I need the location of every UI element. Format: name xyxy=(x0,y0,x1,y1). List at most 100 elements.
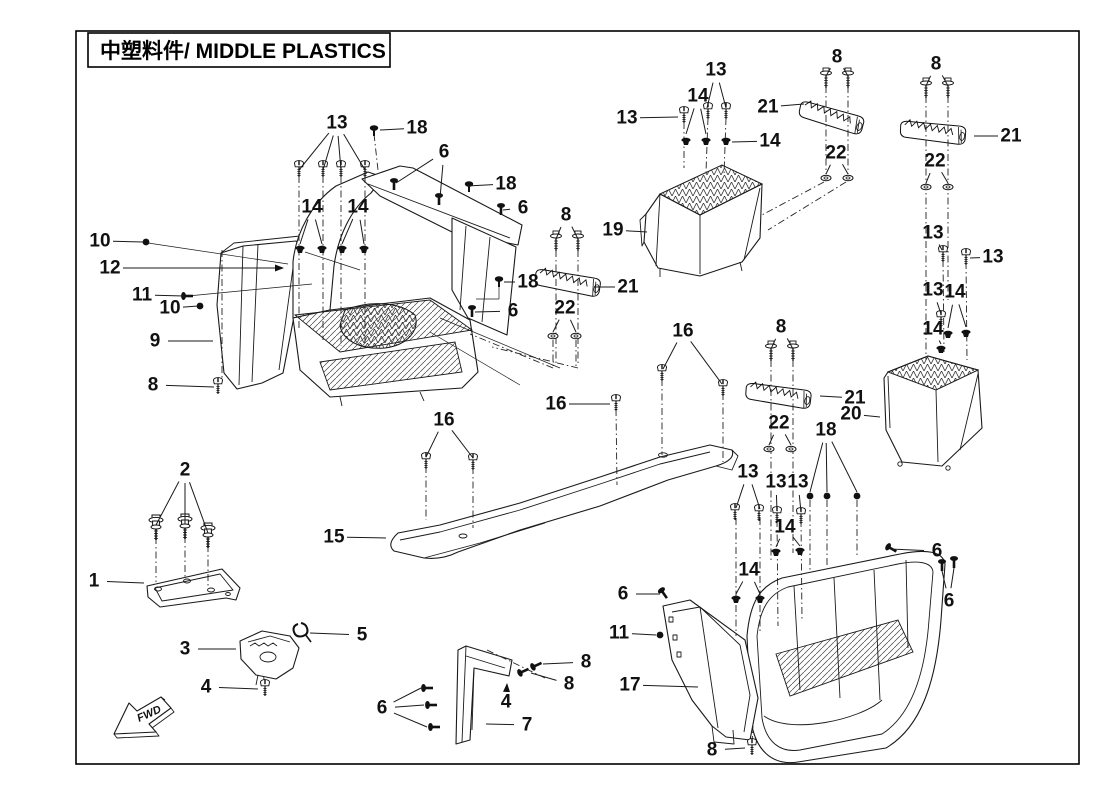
fastener-bolt-icon xyxy=(786,340,800,362)
fastener-nut-icon xyxy=(547,332,559,340)
callout-number-16: 16 xyxy=(433,410,454,431)
callout-number-22: 22 xyxy=(825,143,846,164)
leader-line xyxy=(724,747,746,750)
title-box xyxy=(87,32,391,68)
fastener-screw-icon xyxy=(720,101,732,120)
leader-line xyxy=(474,310,501,313)
fastener-grommet-icon xyxy=(771,548,781,556)
fastener-screw-icon xyxy=(746,737,758,756)
callout-number-22: 22 xyxy=(554,298,575,319)
leader-line xyxy=(393,712,428,728)
fastener-screwdark-icon xyxy=(421,684,433,692)
callout-number-3: 3 xyxy=(180,639,191,660)
fastener-screw-icon xyxy=(937,244,949,263)
fastener-nut-icon xyxy=(842,174,854,182)
leader-line xyxy=(706,82,714,109)
assembly-axis-line xyxy=(615,408,618,486)
leader-line xyxy=(925,75,932,87)
callout-number-8: 8 xyxy=(581,652,592,673)
fwd-arrow: FWD xyxy=(113,696,175,739)
leader-line xyxy=(188,482,209,534)
callout-number-13: 13 xyxy=(922,280,943,301)
leader-line xyxy=(958,304,967,328)
leader-line xyxy=(314,219,323,245)
leader-line xyxy=(751,484,761,510)
fastener-screwdark-icon xyxy=(656,586,671,601)
fastener-grommet-icon xyxy=(721,137,731,145)
callout-number-18: 18 xyxy=(495,174,516,195)
callout-number-12: 12 xyxy=(99,258,120,279)
leader-line xyxy=(571,226,579,240)
fastener-dot-icon xyxy=(823,492,831,500)
fastener-bolt-icon xyxy=(571,230,585,252)
fastener-nut-icon xyxy=(763,445,775,453)
leader-line xyxy=(947,304,954,329)
leader-line xyxy=(154,294,185,297)
leader-line xyxy=(359,219,365,245)
fastener-grommet-icon xyxy=(701,137,711,145)
leader-line xyxy=(555,226,562,240)
fastener-screw-icon xyxy=(467,452,479,471)
fastener-boltbig-icon xyxy=(148,514,164,541)
callout-number-6: 6 xyxy=(508,301,519,322)
callout-number-21: 21 xyxy=(1000,126,1022,147)
fastener-boltbig-icon xyxy=(200,522,216,549)
fastener-nut-icon xyxy=(570,332,582,340)
fastener-grommet-icon xyxy=(795,547,805,555)
fastener-grommet-icon xyxy=(359,245,369,253)
leader-line xyxy=(552,319,560,333)
assembly-axis-line xyxy=(800,519,803,621)
part-15-floor-panel xyxy=(390,444,739,559)
callout-number-6: 6 xyxy=(932,541,943,562)
callout-number-22: 22 xyxy=(768,413,789,434)
leader-line xyxy=(941,75,949,87)
leader-line xyxy=(780,103,805,107)
page-title: 中塑料件/ MIDDLE PLASTICS xyxy=(100,40,386,63)
fastener-bolt-icon xyxy=(941,77,955,99)
assembly-axis-line xyxy=(767,181,847,231)
callout-number-9: 9 xyxy=(150,331,161,352)
part-21-step-plate-midright xyxy=(796,93,867,141)
assembly-axis-line xyxy=(486,649,546,679)
leader-line xyxy=(662,342,678,370)
leader-line xyxy=(941,570,947,589)
leader-line xyxy=(786,338,794,350)
callout-number-8: 8 xyxy=(776,317,787,338)
callout-number-21: 21 xyxy=(757,97,779,118)
fastener-grommet-icon xyxy=(961,329,971,337)
leader-line xyxy=(831,441,858,493)
callout-number-6: 6 xyxy=(439,142,450,163)
assembly-axis-line xyxy=(469,333,554,369)
leader-line xyxy=(863,414,881,418)
leader-line xyxy=(639,116,679,119)
leader-line xyxy=(775,538,781,548)
leader-line xyxy=(218,687,259,690)
part-21-step-plate-topright xyxy=(897,113,969,150)
callout-number-8: 8 xyxy=(931,54,942,75)
leader-line xyxy=(394,704,425,708)
part-footwell-floor xyxy=(746,550,946,764)
leader-line xyxy=(938,340,942,345)
leader-line xyxy=(685,108,695,135)
leader-line xyxy=(439,317,561,369)
part-19-step-cover xyxy=(639,164,764,277)
callout-number-10: 10 xyxy=(89,231,110,252)
callout-number-16: 16 xyxy=(672,321,693,342)
leader-line xyxy=(770,338,777,350)
callout-number-13: 13 xyxy=(737,462,758,483)
leader-line xyxy=(182,305,199,308)
fastener-screwdark-icon xyxy=(529,659,544,672)
callout-number-6: 6 xyxy=(377,698,388,719)
leader-line xyxy=(843,68,849,77)
callout-number-18: 18 xyxy=(517,272,538,293)
callout-number-21: 21 xyxy=(617,277,639,298)
part-21-step-plate-center xyxy=(532,261,603,303)
callout-number-21: 21 xyxy=(844,388,866,409)
callout-number-1: 1 xyxy=(89,571,100,592)
guide-lines-layer xyxy=(147,86,968,744)
callout-number-8: 8 xyxy=(148,375,159,396)
fastener-screwdark-icon xyxy=(884,542,899,555)
callout-number-13: 13 xyxy=(765,472,786,493)
leader-line xyxy=(346,536,387,539)
